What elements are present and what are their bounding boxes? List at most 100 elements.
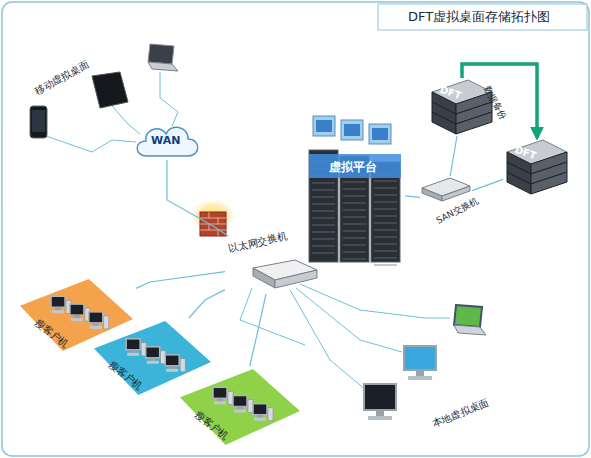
client-base bbox=[147, 361, 159, 364]
vm-screen bbox=[372, 128, 388, 140]
client-screen bbox=[126, 339, 140, 350]
network-link bbox=[189, 290, 225, 318]
node-label: WAN bbox=[151, 134, 180, 147]
client-stand bbox=[74, 315, 80, 318]
rack-unit bbox=[312, 239, 335, 240]
client-base bbox=[52, 310, 64, 313]
switch-small-node: SAN交换机 bbox=[420, 176, 472, 224]
rack-unit bbox=[312, 232, 335, 233]
rack-unit bbox=[343, 217, 366, 218]
brick-line bbox=[218, 230, 219, 236]
rack-unit bbox=[312, 190, 335, 191]
title-frame bbox=[378, 4, 587, 30]
node-label: 虚拟平台 bbox=[329, 159, 377, 176]
client-stand bbox=[257, 415, 263, 418]
rack-unit bbox=[374, 209, 397, 210]
client-screen bbox=[233, 396, 247, 407]
phone-screen bbox=[32, 110, 45, 132]
laptop-screen bbox=[148, 44, 174, 64]
band-node: 瘦客户机 bbox=[178, 366, 303, 448]
band-node: 瘦客户机 bbox=[92, 318, 214, 398]
client-screen bbox=[165, 355, 179, 366]
server-outline bbox=[305, 112, 405, 270]
vm-window bbox=[369, 124, 391, 144]
rack-unit bbox=[343, 182, 366, 183]
client-stand bbox=[169, 366, 175, 369]
monitor-stand bbox=[416, 370, 424, 376]
client-base bbox=[214, 401, 226, 404]
brick-line bbox=[218, 218, 219, 224]
laptop-base bbox=[454, 325, 486, 335]
band-shape bbox=[180, 369, 300, 445]
rack-unit bbox=[374, 251, 397, 252]
monitor-screen bbox=[364, 384, 396, 410]
laptop-screen bbox=[454, 305, 482, 327]
tablet-icon bbox=[92, 72, 128, 108]
brick-line bbox=[209, 212, 210, 218]
storage-node: DFT bbox=[503, 138, 571, 196]
server-node: 虚拟平台 bbox=[305, 112, 405, 270]
rack-unit bbox=[374, 223, 397, 224]
laptop-icon bbox=[454, 305, 486, 335]
wire bbox=[296, 288, 402, 352]
rack-unit bbox=[343, 210, 366, 211]
client-base bbox=[90, 326, 102, 329]
client-screen bbox=[253, 404, 267, 415]
client-stand bbox=[150, 358, 156, 361]
rack-unit bbox=[374, 265, 397, 266]
network-link bbox=[304, 235, 305, 236]
client-stand bbox=[217, 398, 223, 401]
rack-unit bbox=[343, 252, 366, 253]
device-wires bbox=[46, 72, 450, 390]
client-screen bbox=[51, 296, 65, 307]
vm-window bbox=[313, 116, 335, 136]
client-base bbox=[71, 318, 83, 321]
client-base bbox=[127, 353, 139, 356]
rack-unit bbox=[374, 216, 397, 217]
rack-unit bbox=[374, 237, 397, 238]
switch-front bbox=[422, 188, 442, 201]
client-stand bbox=[237, 407, 243, 410]
network-link bbox=[136, 272, 225, 289]
client-screen bbox=[89, 312, 103, 323]
storage-front bbox=[432, 112, 456, 134]
client-base bbox=[166, 369, 178, 372]
wire bbox=[240, 288, 305, 345]
rack-unit bbox=[343, 259, 366, 260]
wire bbox=[46, 136, 136, 152]
rack-unit bbox=[374, 188, 397, 189]
phone-icon bbox=[30, 106, 47, 138]
client-stand bbox=[130, 350, 136, 353]
network-link bbox=[450, 136, 457, 176]
network-link bbox=[405, 196, 420, 197]
rack-unit bbox=[374, 258, 397, 259]
monitor-icon bbox=[364, 384, 396, 420]
firewall-wall bbox=[200, 212, 226, 236]
rack-unit bbox=[343, 238, 366, 239]
band-outline bbox=[178, 366, 303, 448]
monitor-base bbox=[408, 376, 432, 380]
brick-line bbox=[209, 224, 210, 230]
rack-unit bbox=[312, 225, 335, 226]
vm-screen bbox=[316, 120, 332, 132]
rack-unit bbox=[343, 245, 366, 246]
node-label: 以太网交换机 bbox=[227, 230, 289, 256]
monitor-screen bbox=[404, 346, 436, 370]
client-stand bbox=[93, 323, 99, 326]
rack-unit bbox=[343, 203, 366, 204]
client-screen bbox=[213, 387, 227, 398]
band-shape bbox=[94, 321, 211, 395]
client-base bbox=[234, 410, 246, 413]
storage-side bbox=[456, 112, 492, 134]
tablet-body bbox=[92, 72, 128, 108]
rack-unit bbox=[374, 230, 397, 231]
rack-unit bbox=[312, 218, 335, 219]
wire bbox=[300, 284, 450, 318]
firewall-bricks bbox=[200, 212, 226, 236]
laptop-base bbox=[148, 62, 178, 71]
laptop-icon bbox=[148, 44, 178, 71]
client-box bbox=[104, 316, 109, 329]
vm-screen bbox=[344, 124, 360, 136]
